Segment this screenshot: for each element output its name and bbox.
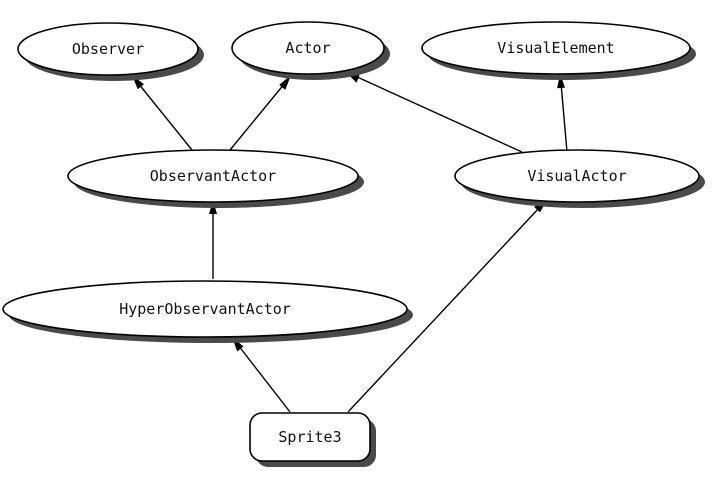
node-label-observantactor: ObservantActor [150, 167, 276, 185]
node-hyperobservantactor: HyperObservantActor [2, 280, 413, 343]
node-label-visualactor: VisualActor [527, 167, 626, 185]
node-label-actor: Actor [285, 39, 330, 57]
edge-observantactor-to-actor [229, 75, 291, 151]
node-visualelement: VisualElement [421, 21, 696, 80]
node-label-hyperobservantactor: HyperObservantActor [119, 300, 291, 318]
node-observantactor: ObservantActor [67, 149, 364, 208]
edge-sprite3-to-hyperobservantactor [232, 337, 291, 413]
node-sprite3: Sprite3 [249, 412, 376, 467]
edge-observantactor-to-observer [132, 75, 193, 151]
node-label-visualelement: VisualElement [497, 39, 614, 57]
edges [132, 72, 568, 413]
edge-hyperobservantactor-to-observantactor [209, 200, 217, 279]
node-label-sprite3: Sprite3 [278, 428, 341, 446]
node-actor: Actor [231, 21, 390, 80]
node-observer: Observer [17, 22, 204, 81]
node-visualactor: VisualActor [454, 149, 705, 208]
edge-visualactor-to-visualelement [557, 74, 568, 153]
edge-visualactor-to-actor [346, 72, 523, 153]
node-label-observer: Observer [72, 40, 144, 58]
